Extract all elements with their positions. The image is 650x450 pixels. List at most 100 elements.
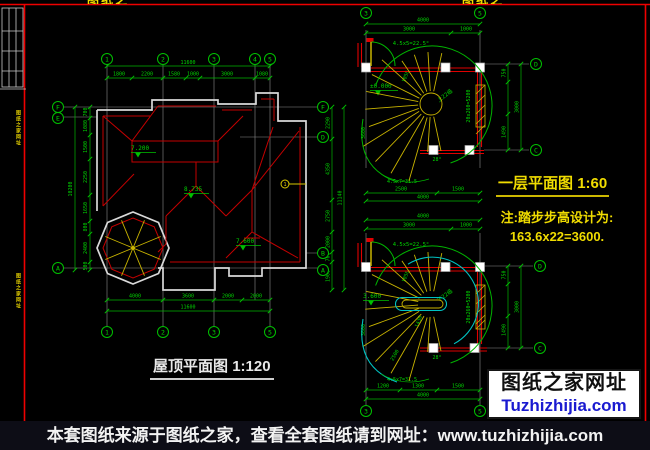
grid-bubble: C (530, 144, 542, 156)
level-label: 8.735 (184, 186, 202, 193)
dim-label: 1650 (83, 202, 89, 214)
grid-bubble-label: 3 (212, 55, 216, 63)
grid-bubble-label: 4 (253, 55, 257, 63)
dim-label: 800 (83, 222, 89, 231)
annotation-label: 20x260=5200 (466, 290, 472, 323)
grid-bubble-label: D (321, 133, 325, 141)
watermark-site-name: 图纸之家网址 (501, 372, 627, 394)
dim-label: 3600 (182, 294, 194, 300)
roof-turret-ring (102, 217, 164, 279)
dim-label: 2250 (83, 171, 89, 183)
fp2-handrail (361, 256, 480, 383)
roof-dimension-lines (74, 65, 345, 312)
grid-bubble: 5 (474, 405, 486, 417)
grid-bubble-label: C (538, 344, 542, 352)
roof-grid-bubbles: 1 2 3 4 5 1 2 3 5 F E A F D B A (52, 53, 329, 338)
grid-bubble-label: C (534, 146, 538, 154)
dim-label: 1800 (113, 72, 125, 78)
grid-bubble-label: 5 (268, 55, 272, 63)
dim-label: 2000 (222, 294, 234, 300)
title-block (0, 7, 26, 90)
dim-label: 1000 (460, 223, 472, 229)
dim-label: 2200 (141, 72, 153, 78)
annotation-label: 4.5x7=31.5 (387, 377, 417, 383)
annotation-label: 4.5x5=22.5° (393, 41, 429, 47)
dim-label: 700 (326, 252, 332, 261)
roof-plan-title-text: 屋顶平面图 (153, 358, 229, 375)
grid-bubble-label: 2 (161, 328, 165, 336)
grid-bubble: 1 (101, 53, 113, 65)
grid-bubble: 3 (360, 7, 372, 19)
grid-bubble-label: 1 (105, 55, 109, 63)
grid-bubble: A (317, 264, 329, 276)
dim-label: 750 (502, 68, 508, 77)
section-marker-label: 1 (283, 182, 286, 188)
top-watermark-fragment-text: 图纸之家网址 (462, 0, 508, 4)
grid-bubble: 1 (101, 326, 113, 338)
dim-label: 500 (83, 261, 89, 270)
grid-bubble: D (530, 58, 542, 70)
dim-label: 2000 (250, 294, 262, 300)
annotation-label: 下22级 (435, 287, 454, 304)
dim-label: 10200 (68, 181, 74, 196)
dim-label: 4000 (417, 195, 429, 201)
grid-bubble-label: 3 (212, 328, 216, 336)
grid-bubble-label: 5 (478, 407, 482, 415)
roof-plan-scale: 1:120 (232, 358, 271, 375)
fp1-green-arcs (361, 41, 493, 183)
dim-label: 11600 (180, 305, 195, 311)
dim-label: 3000 (221, 72, 233, 78)
annotation-label: 1050 (401, 70, 411, 83)
annotation-label: 4.5x5=22.5° (393, 242, 429, 248)
dim-label: 11600 (180, 60, 195, 66)
roof-level-7600: 7.600 (236, 238, 261, 251)
grid-bubble: 5 (264, 53, 276, 65)
dim-label: 1490 (502, 126, 508, 138)
dim-label: 4000 (417, 393, 429, 399)
dim-label: 4000 (129, 294, 141, 300)
floor-plan-lower: 4000 3000 1000 750 1490 3000 1200 1300 1… (357, 214, 546, 417)
grid-bubble: E (52, 112, 64, 124)
grid-bubble: 2 (157, 53, 169, 65)
annotation-label: 4.5x7=31.5 (387, 179, 417, 185)
dim-label: 1000 (187, 72, 199, 78)
dim-label: 1200 (377, 384, 389, 390)
grid-bubble-label: 5 (268, 328, 272, 336)
dim-label: 1300 (412, 384, 424, 390)
floor-plan-title: 一层平面图 1:60 (496, 172, 610, 197)
roof-turret-spokes (105, 220, 161, 276)
fp1-walls (357, 38, 486, 155)
roof-outline (96, 92, 307, 291)
dim-label: 1490 (502, 324, 508, 336)
dim-label: 750 (502, 270, 508, 279)
grid-bubble-label: 2 (161, 55, 165, 63)
roof-turret-center (131, 246, 135, 250)
grid-bubble-label: D (534, 60, 538, 68)
dim-label: 700 (83, 107, 89, 116)
grid-bubble: 4 (249, 53, 261, 65)
grid-bubble: 5 (474, 7, 486, 19)
dim-label: 2500 (390, 349, 401, 362)
grid-bubble-label: 3 (364, 407, 368, 415)
dim-label: 1580 (168, 72, 180, 78)
watermark-url: Tuzhizhijia.com (501, 396, 627, 415)
grid-bubble: D (534, 260, 546, 272)
dim-label: 1500 (83, 141, 89, 153)
stair-note: 注:踏步步高设计为: 163.6x22=3600. (492, 209, 622, 247)
fp1-hatched-column (475, 84, 486, 135)
dim-label: 2400 (83, 242, 89, 254)
annotation-label: 1430 (414, 315, 424, 328)
top-watermark-fragment: 图纸之家网址 (462, 0, 508, 4)
fp2-dim-labels: 4000 3000 1000 750 1490 3000 1200 1300 1… (361, 214, 521, 399)
floor-plan-scale: 1:60 (577, 175, 608, 192)
dim-label: 3000 (403, 27, 415, 33)
dim-label: 1500 (452, 187, 464, 193)
grid-bubble: F (52, 101, 64, 113)
dim-label: 4350 (326, 163, 332, 175)
grid-bubble-label: D (538, 262, 542, 270)
grid-bubble: 3 (208, 326, 220, 338)
grid-bubble-label: A (56, 264, 60, 272)
fp2-dim-ticks (363, 217, 524, 402)
grid-bubble-label: A (321, 266, 325, 274)
dim-label: 4000 (417, 214, 429, 220)
